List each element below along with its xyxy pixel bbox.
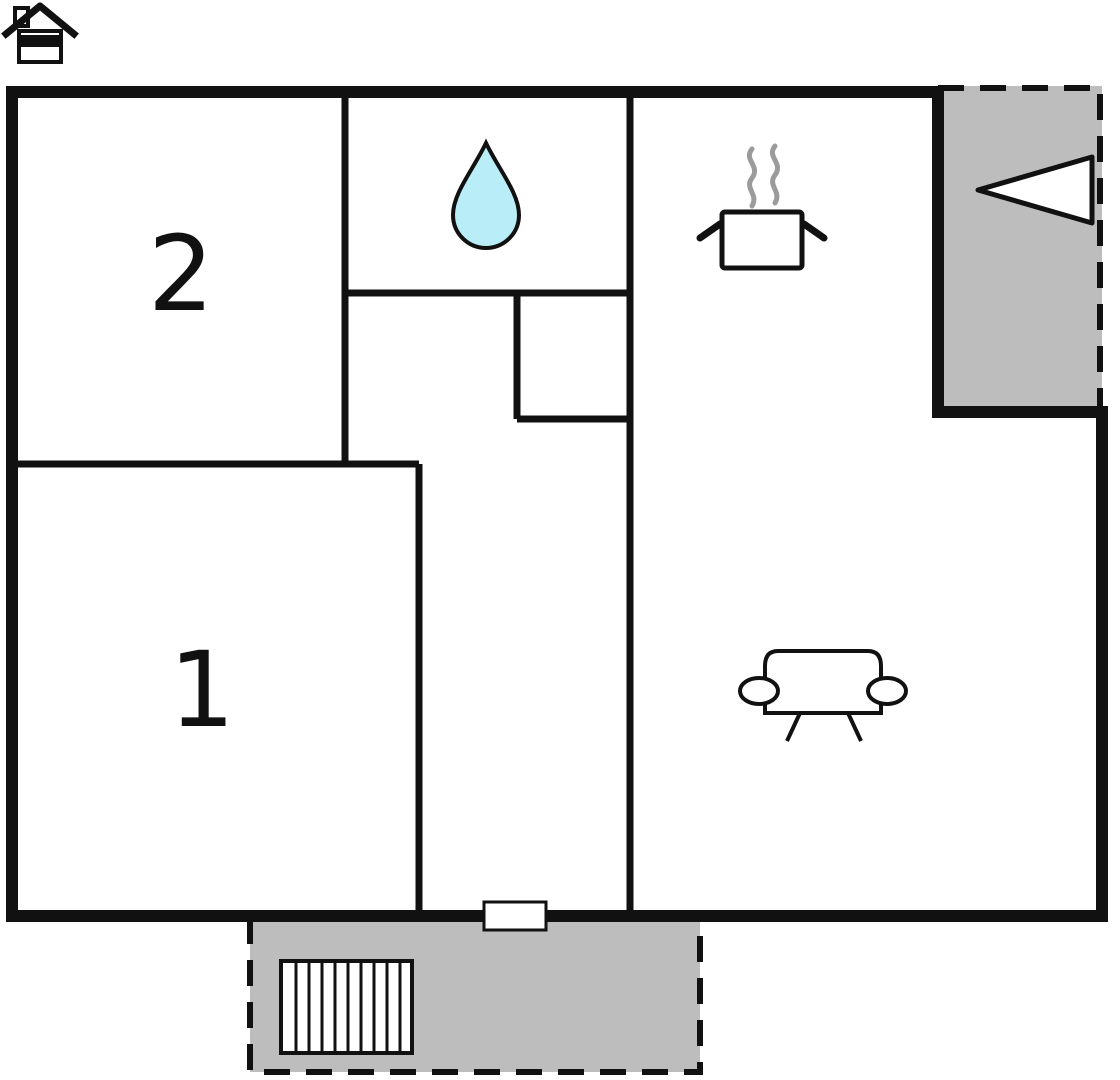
steam-icon [769, 143, 781, 206]
sofa-body [763, 649, 883, 715]
water-drop-icon [450, 138, 522, 250]
door-icon [482, 900, 548, 932]
balcony-dashed-border [938, 85, 1103, 414]
house-roof [1, 2, 79, 39]
house-band [21, 35, 59, 47]
balcony-fill [941, 86, 1102, 414]
stairs-icon [279, 959, 414, 1055]
stairs-steps [294, 961, 402, 1053]
room-2-label: 2 [148, 213, 214, 335]
pot-body [719, 209, 805, 271]
cooking-pot-icon [696, 143, 828, 271]
entrance-arrow-icon [975, 154, 1095, 226]
room-1-label: 1 [169, 629, 235, 751]
sofa-armrest-right [866, 676, 908, 706]
terrace-area [247, 918, 703, 1075]
interior-walls [12, 92, 634, 916]
house-icon [1, 2, 79, 64]
sofa-armrest-left [738, 676, 780, 706]
terrace-dashed-border [247, 918, 703, 1075]
pot-handles [696, 220, 828, 242]
sofa-legs [785, 712, 863, 742]
steam-icon [746, 146, 758, 209]
balcony-area [938, 85, 1103, 414]
sofa-icon [738, 649, 908, 742]
